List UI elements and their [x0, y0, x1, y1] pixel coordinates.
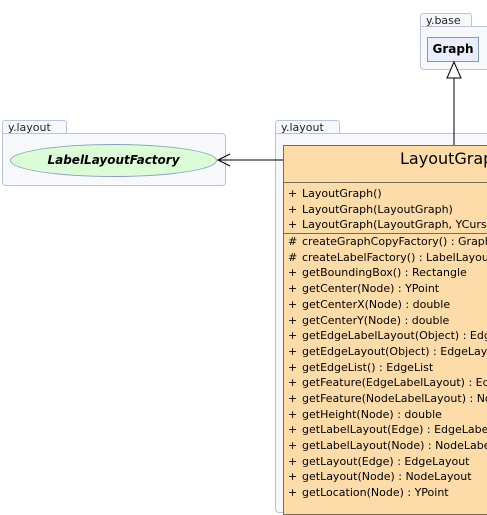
method-row[interactable]: + getHeight(Node) : double	[284, 407, 487, 423]
method-row[interactable]: + getLayout(Edge) : EdgeLayout	[284, 454, 487, 470]
method-row[interactable]: + getEdgeList() : EdgeList	[284, 360, 487, 376]
method-signature: getLabelLayout(Edge) : EdgeLabelLayout[]	[302, 423, 487, 437]
method-row[interactable]: + getLabelLayout(Node) : NodeLabelLayout[…	[284, 438, 487, 454]
constructor-signature: LayoutGraph()	[302, 187, 382, 200]
method-row[interactable]: + getBoundingBox() : Rectangle	[284, 265, 487, 281]
method-row[interactable]: # createGraphCopyFactory() : GraphCopier.…	[284, 234, 487, 250]
visibility-marker: +	[288, 297, 298, 311]
method-row[interactable]: + getLabelLayout(Edge) : EdgeLabelLayout[…	[284, 422, 487, 438]
layout-graph-class-name: LayoutGraph	[284, 146, 487, 183]
method-signature: getEdgeLabelLayout(Object) : EdgeLabelLa…	[302, 329, 487, 343]
method-signature: getEdgeList() : EdgeList	[302, 360, 434, 374]
method-row[interactable]: + getFeature(EdgeLabelLayout) : EdgeLayou…	[284, 375, 487, 391]
constructors-section: +LayoutGraph()+LayoutGraph(LayoutGraph)+…	[284, 183, 487, 235]
method-row[interactable]: + getLocation(Node) : YPoint	[284, 485, 487, 501]
method-row[interactable]: + getFeature(NodeLabelLayout) : NodeLayou…	[284, 391, 487, 407]
label-layout-factory-interface[interactable]: LabelLayoutFactory	[10, 144, 217, 177]
visibility-marker: +	[288, 282, 298, 296]
package-tab-y-layout-left: y.layout	[2, 120, 67, 134]
method-signature: getFeature(EdgeLabelLayout) : EdgeLayout	[302, 376, 487, 390]
method-signature: getEdgeLayout(Object) : EdgeLayout	[302, 344, 487, 358]
method-signature: getLocation(Node) : YPoint	[302, 486, 449, 500]
method-signature: getCenter(Node) : YPoint	[302, 282, 440, 296]
constructor-signature: LayoutGraph(LayoutGraph)	[302, 202, 453, 216]
visibility-marker: +	[288, 470, 298, 484]
dependency-arrowhead	[216, 153, 231, 167]
method-signature: getCenterX(Node) : double	[302, 297, 451, 311]
method-signature: getHeight(Node) : double	[302, 407, 442, 421]
method-signature: createGraphCopyFactory() : GraphCopier.C…	[302, 235, 487, 249]
visibility-marker: +	[288, 391, 298, 405]
method-row[interactable]: # createLabelFactory() : LabelLayoutFacto…	[284, 250, 487, 266]
method-signature: getCenterY(Node) : double	[302, 313, 450, 327]
visibility-marker: +	[288, 202, 298, 216]
package-tab-y-layout-right: y.layout	[275, 120, 340, 134]
method-row[interactable]: + getLayout(Node) : NodeLayout	[284, 469, 487, 485]
label-layout-factory-name: LabelLayoutFactory	[47, 153, 180, 167]
visibility-marker: +	[288, 187, 298, 200]
method-signature: getFeature(NodeLabelLayout) : NodeLayout	[302, 391, 487, 405]
method-row[interactable]: + getCenter(Node) : YPoint	[284, 281, 487, 297]
visibility-marker: +	[288, 439, 298, 452]
graph-class-name: Graph	[432, 42, 474, 56]
constructor-row[interactable]: + LayoutGraph()	[284, 186, 487, 202]
visibility-marker: +	[288, 454, 298, 468]
method-signature: getLayout(Node) : NodeLayout	[302, 470, 472, 484]
visibility-marker: +	[288, 218, 298, 232]
visibility-marker: #	[288, 250, 298, 264]
generalization-arrowhead	[446, 60, 462, 79]
visibility-marker: #	[288, 235, 298, 249]
visibility-marker: +	[288, 407, 298, 421]
method-signature: getBoundingBox() : Rectangle	[302, 266, 467, 280]
method-signature: getLabelLayout(Node) : NodeLabelLayout[]	[302, 439, 487, 452]
constructor-signature: LayoutGraph(LayoutGraph, YCursor)	[302, 218, 487, 232]
visibility-marker: +	[288, 266, 298, 280]
visibility-marker: +	[288, 329, 298, 343]
method-row[interactable]: + getEdgeLabelLayout(Object) : EdgeLabelL…	[284, 328, 487, 344]
method-row[interactable]: + getCenterY(Node) : double	[284, 313, 487, 329]
visibility-marker: +	[288, 376, 298, 390]
constructor-row[interactable]: + LayoutGraph(LayoutGraph)	[284, 202, 487, 218]
method-row[interactable]: + getCenterX(Node) : double	[284, 297, 487, 313]
graph-class-box[interactable]: Graph	[427, 37, 479, 62]
visibility-marker: +	[288, 313, 298, 327]
method-row[interactable]: + getEdgeLayout(Object) : EdgeLayout	[284, 344, 487, 360]
layout-graph-class-box[interactable]: LayoutGraph + LayoutGraph() + LayoutGraph(L…	[283, 145, 487, 515]
methods-section: # createGraphCopyFactory() : GraphCopier.…	[284, 234, 487, 501]
method-signature: createLabelFactory() : LabelLayoutFactor…	[302, 250, 487, 264]
visibility-marker: +	[288, 344, 298, 358]
method-signature: getLayout(Edge) : EdgeLayout	[302, 454, 470, 468]
constructor-row[interactable]: + LayoutGraph(LayoutGraph, YCursor)	[284, 217, 487, 233]
visibility-marker: +	[288, 423, 298, 437]
package-tab-y-base: y.base	[420, 13, 472, 27]
visibility-marker: +	[288, 360, 298, 374]
visibility-marker: +	[288, 486, 298, 500]
